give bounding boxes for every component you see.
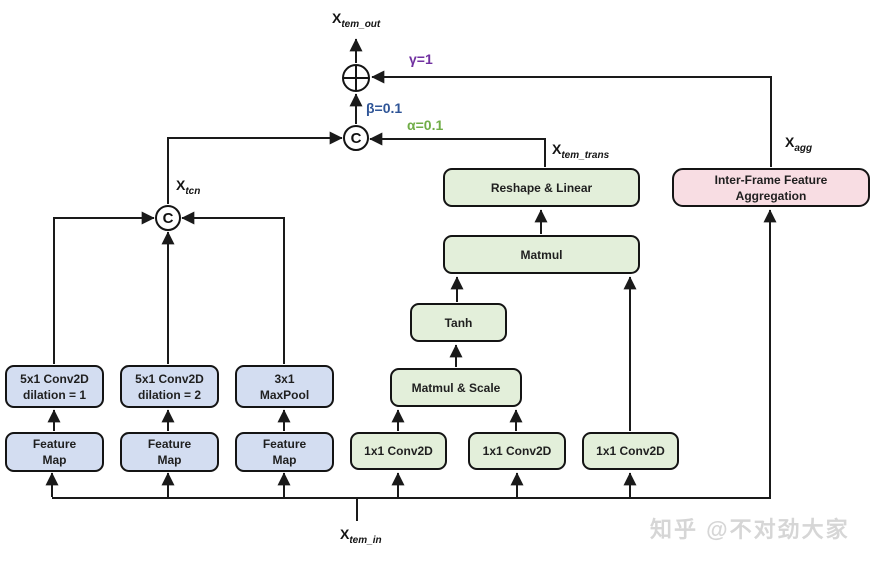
box-conv5x1-dilation2: 5x1 Conv2D dilation = 2 [120,365,219,408]
box-maxpool3x1: 3x1 MaxPool [235,365,334,408]
box-tanh: Tanh [410,303,507,342]
label-x-tem-trans-base: X [552,141,562,157]
box-feature-map-2: Feature Map [120,432,219,472]
label-x-agg-base: X [785,134,795,150]
label-x-tcn-sub: tcn [185,185,201,197]
wire-bus-to-aggregation [52,209,777,499]
label-x-tem-in-sub: tem_in [349,534,382,546]
label-beta-coefficient: β=0.1 [366,100,403,116]
wire-tcn-to-concat [167,131,343,204]
wire-trans-to-concat [369,132,546,167]
label-x-agg-sub: agg [794,142,813,154]
label-x-tcn-base: X [176,177,186,193]
box-conv1x1-2: 1x1 Conv2D [468,432,566,470]
box-feature-map-3: Feature Map [235,432,334,472]
wire-agg-to-sum [371,70,772,167]
box-feature-map-1: Feature Map [5,432,104,472]
label-alpha-coefficient: α=0.1 [407,117,444,133]
plus-icon [344,66,368,90]
label-x-tem-trans: Xtem_trans [552,141,609,161]
box-conv1x1-1: 1x1 Conv2D [350,432,447,470]
label-x-tem-out-sub: tem_out [341,18,381,30]
wire-branch3-to-tcnconcat [181,211,285,364]
label-x-tem-in-base: X [340,526,350,542]
box-matmul: Matmul [443,235,640,274]
sum-operator [342,64,370,92]
label-x-tem-out-base: X [332,10,342,26]
box-conv1x1-3: 1x1 Conv2D [582,432,679,470]
box-inter-frame-aggregation: Inter-Frame Feature Aggregation [672,168,870,207]
box-matmul-scale: Matmul & Scale [390,368,522,407]
box-reshape-linear: Reshape & Linear [443,168,640,207]
box-conv5x1-dilation1: 5x1 Conv2D dilation = 1 [5,365,104,408]
label-x-tem-trans-sub: tem_trans [561,149,610,161]
zhihu-watermark: 知乎 @不对劲大家 [650,517,850,542]
label-x-agg: Xagg [785,134,812,154]
concat-tcn-operator: C [155,205,181,231]
label-x-tcn: Xtcn [176,177,200,197]
concat-main-operator: C [343,125,369,151]
label-gamma-coefficient: γ=1 [409,51,433,67]
label-x-tem-out: Xtem_out [332,10,380,30]
label-x-tem-in: Xtem_in [340,526,382,546]
wire-branch1-to-tcnconcat [53,211,155,364]
